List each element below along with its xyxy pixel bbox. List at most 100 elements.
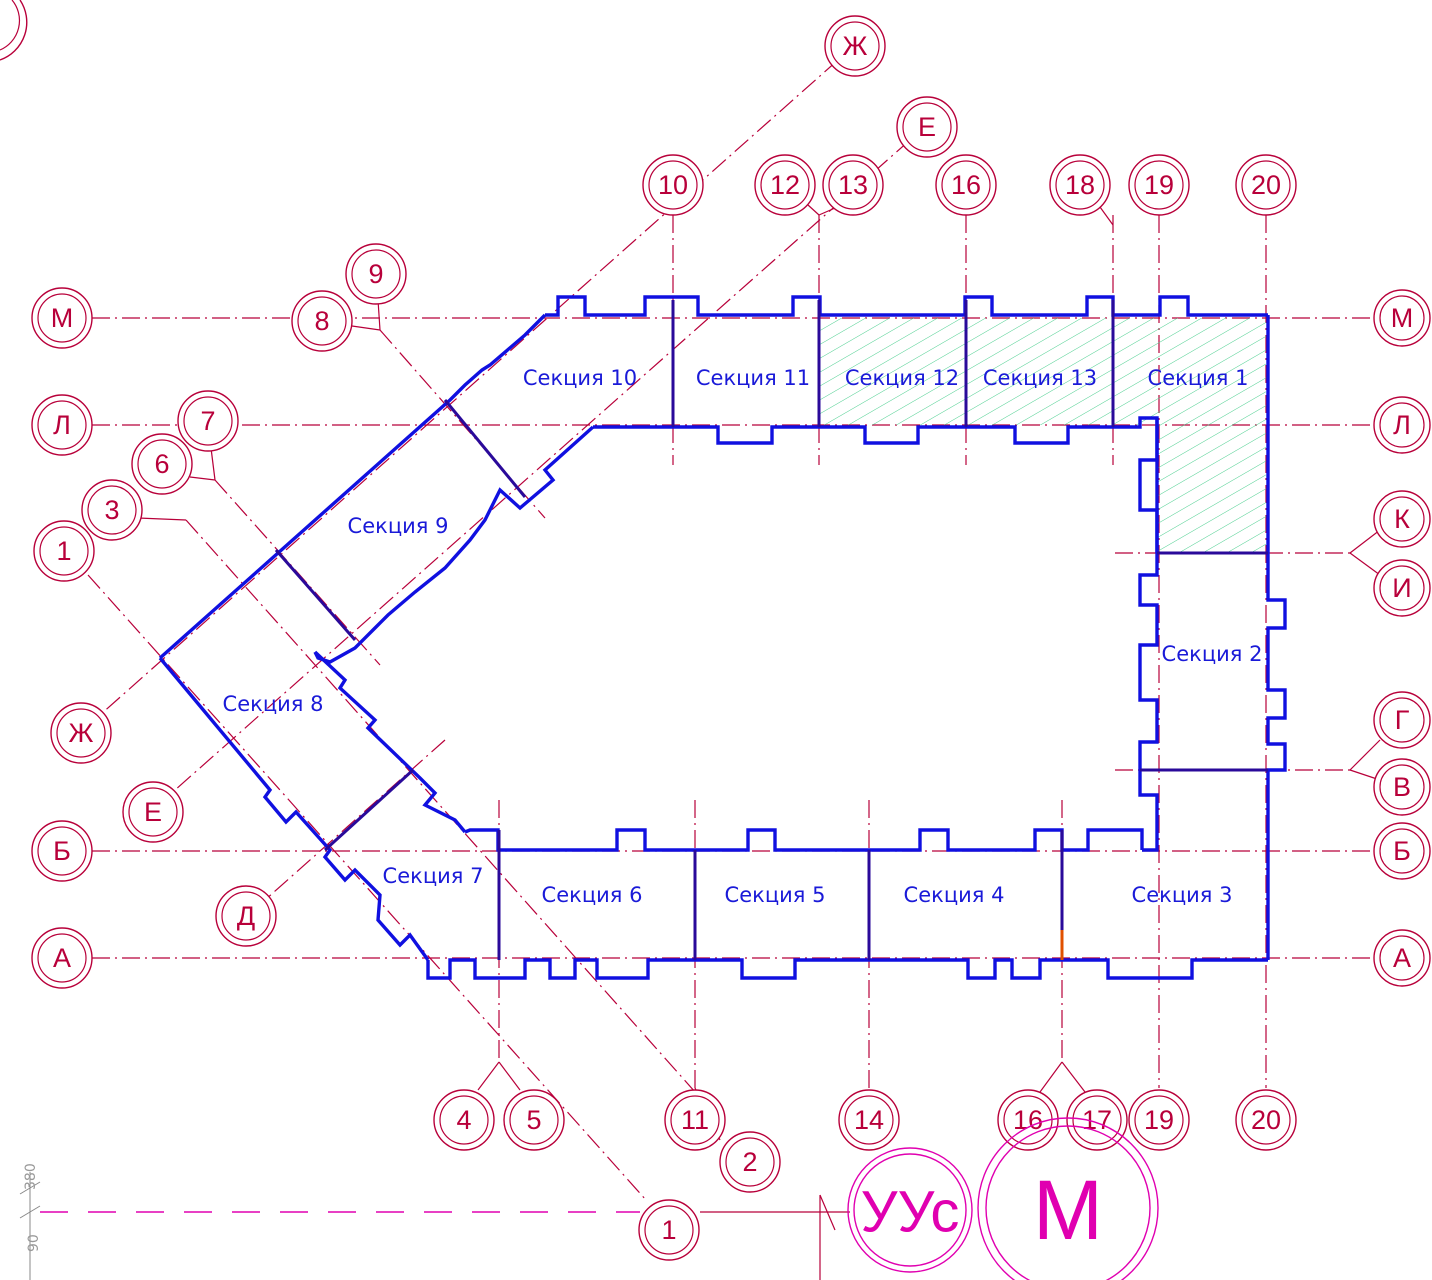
- axis-bubble-bottom-14: 14: [838, 1089, 900, 1151]
- svg-text:9: 9: [368, 259, 383, 289]
- axis-bubble-diag-Zh-top: Ж: [824, 15, 886, 77]
- svg-text:Л: Л: [1393, 410, 1411, 440]
- building-walls: [158, 295, 1287, 980]
- axis-bubble-bottom-17: 17: [1066, 1089, 1128, 1151]
- svg-text:12: 12: [770, 170, 800, 200]
- svg-text:5: 5: [526, 1105, 541, 1135]
- axis-bubble-bottom-20: 20: [1235, 1089, 1297, 1151]
- svg-text:А: А: [1393, 943, 1411, 973]
- svg-text:19: 19: [1144, 170, 1174, 200]
- partial-bubble: [0, 0, 28, 61]
- svg-text:1: 1: [661, 1215, 676, 1245]
- svg-text:20: 20: [1251, 1105, 1281, 1135]
- svg-text:Ж: Ж: [69, 718, 94, 748]
- axis-bubbles: 10 12 13 16 18 19 20 4 5 11 2 14 16 17 1…: [31, 15, 1431, 1261]
- svg-text:6: 6: [154, 449, 169, 479]
- axis-bubble-diag-7: 7: [177, 390, 239, 452]
- svg-text:3: 3: [104, 495, 119, 525]
- partial-bubble-inner: [0, 0, 21, 51]
- axis-bubble-bottom-2: 2: [719, 1131, 781, 1193]
- axis-bubble-diag-9: 9: [345, 243, 407, 305]
- svg-text:Е: Е: [144, 797, 162, 827]
- section-label-1: Секция 1: [1148, 366, 1249, 390]
- hatched-area: [819, 318, 1266, 553]
- axis-bubble-right-L: Л: [1373, 396, 1431, 454]
- axis-bubble-diag-8: 8: [291, 290, 353, 352]
- svg-text:В: В: [1393, 772, 1411, 802]
- section-label-5: Секция 5: [725, 883, 826, 907]
- svg-text:Б: Б: [1393, 836, 1411, 866]
- svg-text:2: 2: [742, 1147, 757, 1177]
- svg-text:20: 20: [1251, 170, 1281, 200]
- svg-text:М: М: [1033, 1163, 1103, 1257]
- marker-bubble-uus: УУс: [847, 1147, 973, 1273]
- svg-text:Б: Б: [53, 836, 71, 866]
- svg-text:11: 11: [681, 1105, 709, 1135]
- svg-text:Ж: Ж: [843, 31, 868, 61]
- marker-bubble-m: М: [977, 1117, 1159, 1280]
- axis-bubble-bottom-11: 11: [664, 1089, 726, 1151]
- section-label-11: Секция 11: [696, 366, 810, 390]
- axis-bubble-diag-E-top: Е: [896, 96, 958, 158]
- svg-text:А: А: [53, 943, 71, 973]
- svg-text:М: М: [1391, 303, 1414, 333]
- axis-bubble-diag-1: 1: [33, 520, 95, 582]
- svg-text:Д: Д: [237, 901, 255, 931]
- svg-text:К: К: [1394, 504, 1410, 534]
- svg-text:Г: Г: [1395, 705, 1410, 735]
- svg-text:14: 14: [854, 1105, 884, 1135]
- axis-bubble-right-B: Б: [1373, 822, 1431, 880]
- axis-bubble-right-M: М: [1373, 289, 1431, 347]
- dimension-marks: 380 90: [19, 1163, 42, 1280]
- axis-lines: [87, 59, 1372, 1201]
- svg-text:16: 16: [951, 170, 981, 200]
- section-label-8: Секция 8: [223, 692, 324, 716]
- svg-text:7: 7: [200, 406, 215, 436]
- section-dividers: [274, 300, 1268, 960]
- section-label-7: Секция 7: [383, 864, 484, 888]
- axis-bubble-top-18: 18: [1049, 154, 1111, 216]
- section-label-9: Секция 9: [348, 514, 449, 538]
- axis-bubble-right-K: К: [1373, 490, 1431, 548]
- section-label-12: Секция 12: [845, 366, 959, 390]
- axis-bubble-top-16: 16: [935, 154, 997, 216]
- svg-text:8: 8: [314, 306, 329, 336]
- axis-bubble-bottom-4: 4: [433, 1089, 495, 1151]
- axis-bubble-bottom-19: 19: [1128, 1089, 1190, 1151]
- axis-bubble-bottom-16: 16: [997, 1089, 1059, 1151]
- axis-bubble-top-10: 10: [642, 154, 704, 216]
- axis-bubble-left-A: А: [31, 927, 93, 989]
- axis-bubble-top-19: 19: [1128, 154, 1190, 216]
- svg-text:И: И: [1392, 573, 1411, 603]
- axis-bubble-right-G: Г: [1373, 691, 1431, 749]
- section-marker: УУс М: [40, 1117, 1159, 1280]
- svg-text:19: 19: [1144, 1105, 1174, 1135]
- axis-bubble-left-M: М: [31, 287, 93, 349]
- svg-text:4: 4: [456, 1105, 471, 1135]
- axis-bubble-left-B: Б: [31, 820, 93, 882]
- axis-bubble-top-12: 12: [754, 154, 816, 216]
- section-label-3: Секция 3: [1132, 883, 1233, 907]
- section-label-10: Секция 10: [523, 366, 637, 390]
- axis-bubble-diag-3: 3: [81, 479, 143, 541]
- axis-bubble-diag-Zh-bottom: Ж: [50, 702, 112, 764]
- svg-text:16: 16: [1013, 1105, 1043, 1135]
- svg-text:1: 1: [56, 536, 71, 566]
- svg-text:Л: Л: [53, 410, 71, 440]
- axis-bubble-right-V: В: [1373, 758, 1431, 816]
- svg-text:10: 10: [658, 170, 688, 200]
- svg-text:13: 13: [838, 170, 868, 200]
- axis-bubble-top-20: 20: [1235, 154, 1297, 216]
- axis-bubble-top-13: 13: [822, 154, 884, 216]
- axis-bubble-bottom-1: 1: [638, 1199, 700, 1261]
- section-label-13: Секция 13: [983, 366, 1097, 390]
- svg-text:380: 380: [23, 1163, 39, 1190]
- svg-text:18: 18: [1065, 170, 1095, 200]
- section-labels: Секция 1 Секция 2 Секция 3 Секция 4 Секц…: [223, 366, 1263, 907]
- axis-bubble-right-I: И: [1373, 559, 1431, 617]
- axis-bubble-left-L: Л: [31, 394, 93, 456]
- axis-bubble-right-A: А: [1373, 929, 1431, 987]
- axis-bubble-diag-6: 6: [131, 433, 193, 495]
- axis-bubble-diag-E-bottom: Е: [122, 781, 184, 843]
